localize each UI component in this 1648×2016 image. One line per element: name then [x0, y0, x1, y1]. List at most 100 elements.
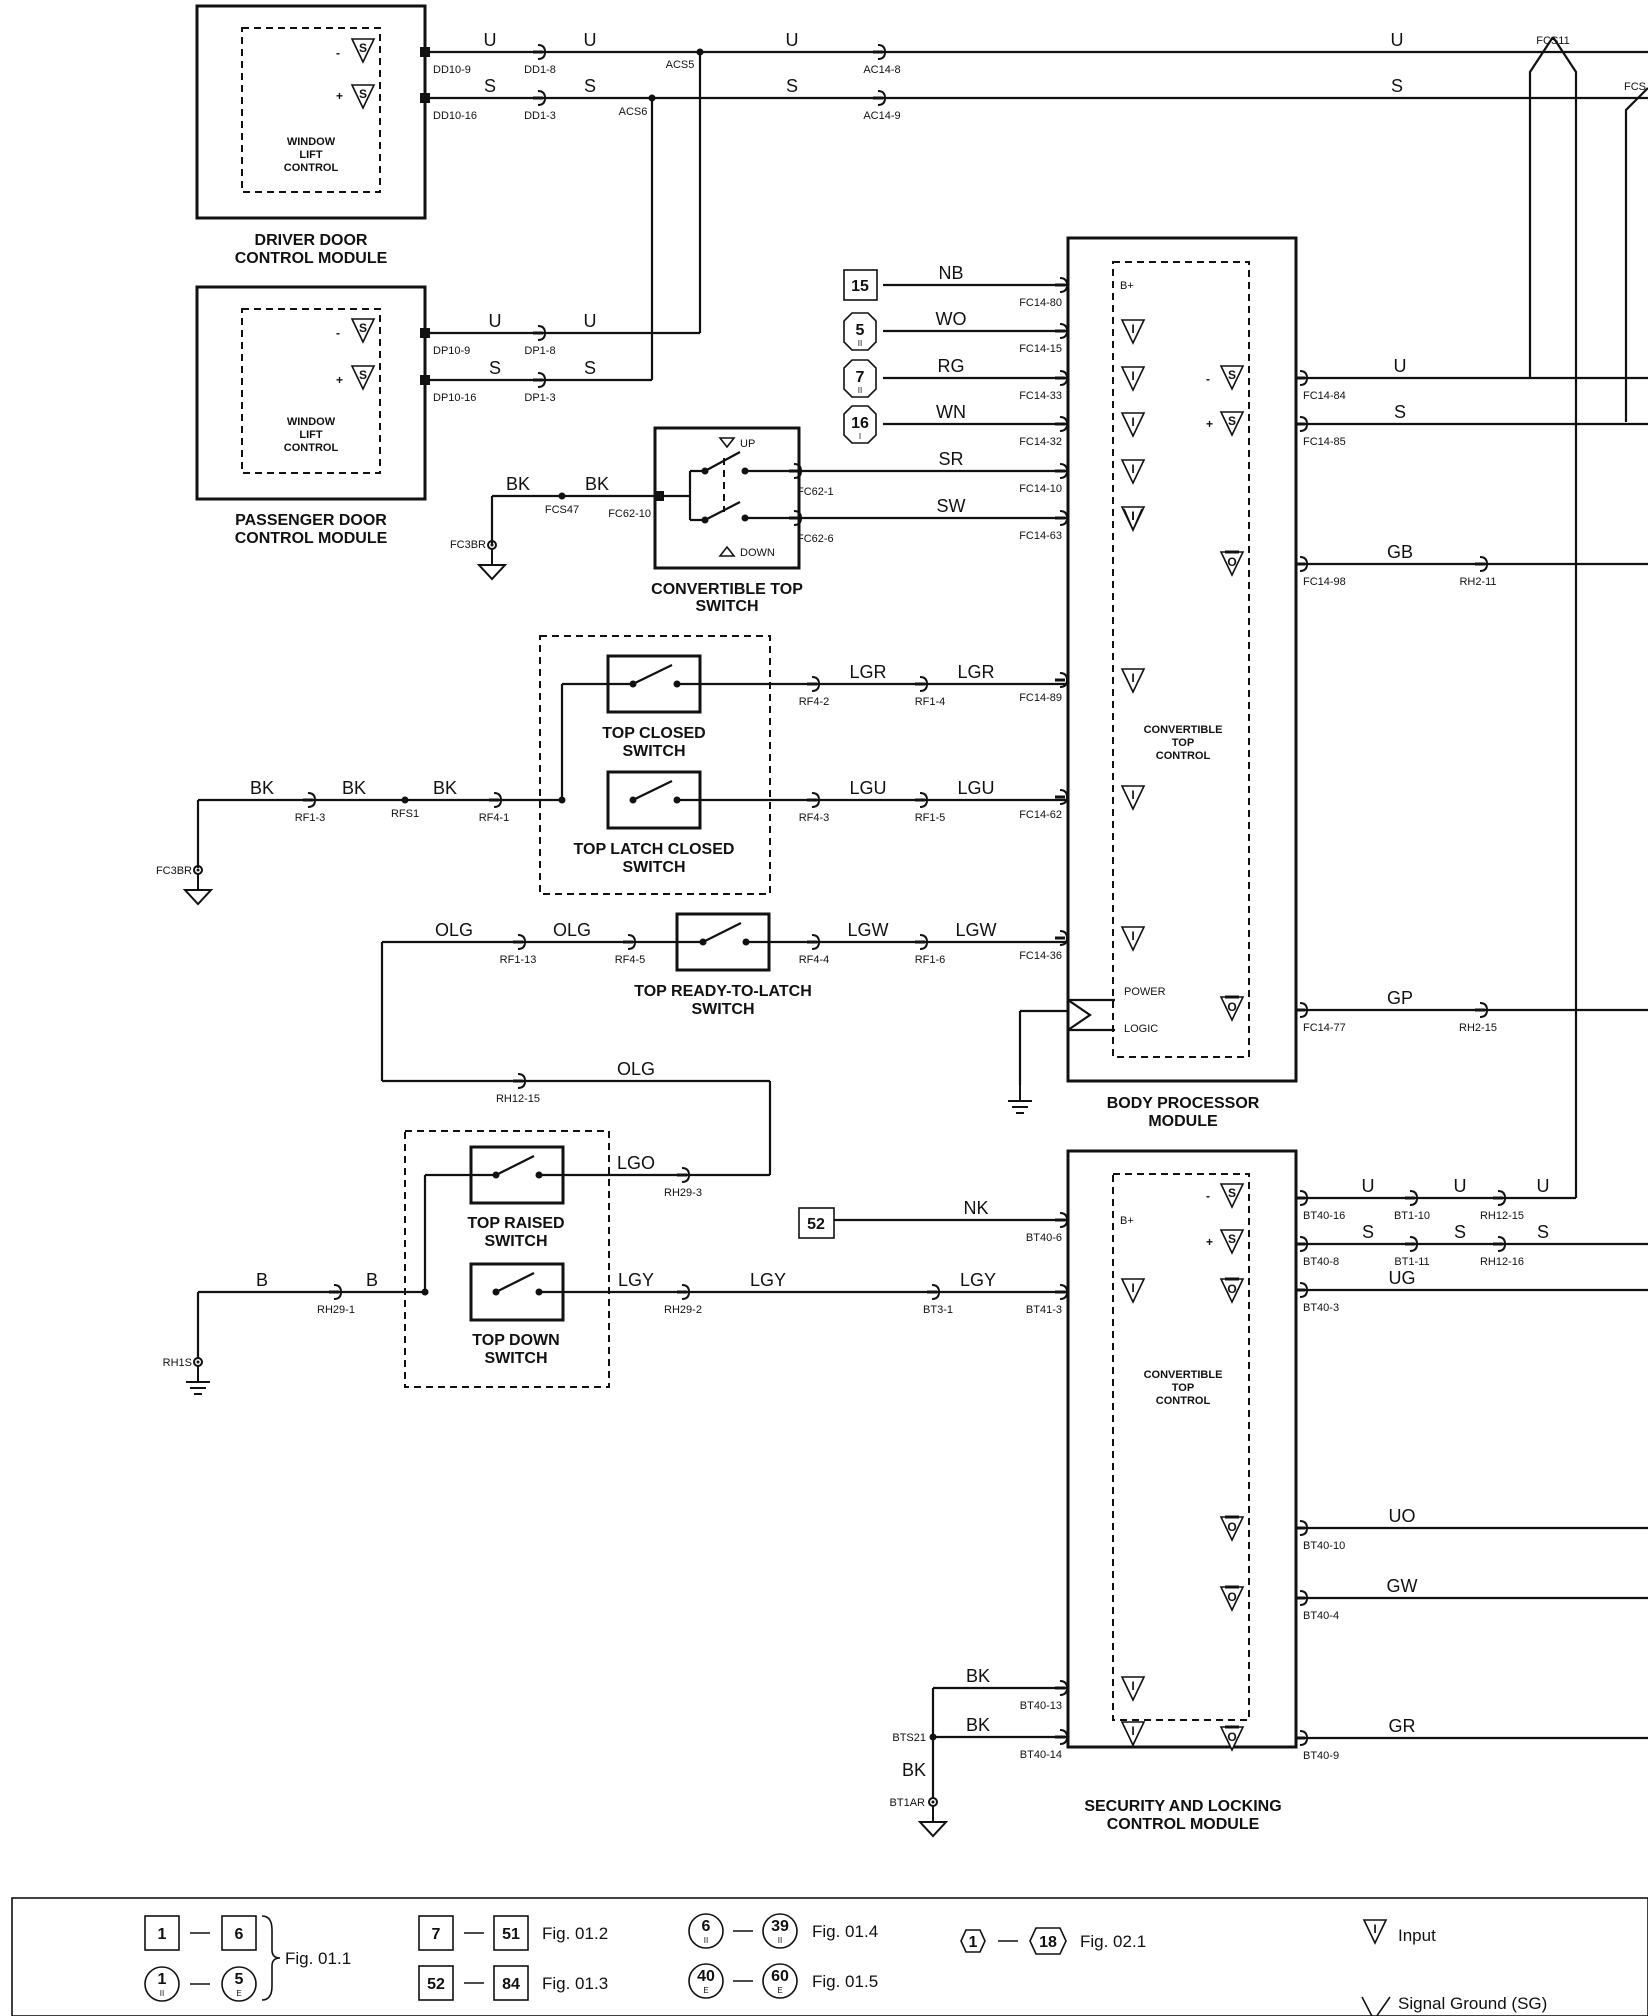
wire-label: WN — [936, 402, 966, 422]
pin-label: RF1-5 — [915, 812, 946, 824]
wire-label: B — [256, 1270, 268, 1290]
wire-label: U — [1537, 1176, 1550, 1196]
input-symbol: I — [1131, 929, 1134, 943]
power-label: POWER — [1124, 986, 1166, 998]
pin-label: FC3BR — [156, 865, 192, 877]
legend-fig: Fig. 01.5 — [812, 1972, 878, 1991]
pin-label: FC14-62 — [1019, 809, 1062, 821]
module-inner-label: CONTROL — [284, 162, 339, 174]
module-title: BODY PROCESSOR — [1107, 1095, 1260, 1112]
convertible-top-switch: UP DOWN CONVERTIBLE TOP SWITCH FC62-1 FC… — [450, 426, 834, 615]
pin-label: ACS5 — [666, 59, 695, 71]
legend-fig: Fig. 01.4 — [812, 1922, 878, 1941]
ref-sub: II — [858, 386, 862, 395]
input-symbol: I — [1131, 369, 1134, 383]
pin-label: FCS11 — [1536, 35, 1569, 47]
pin-label: FC62-10 — [608, 508, 651, 520]
pin-label: DP10-9 — [433, 345, 470, 357]
switch-title: SWITCH — [695, 598, 758, 615]
minus-sign: - — [1206, 1189, 1210, 1203]
pin-label: BT40-16 — [1303, 1210, 1345, 1222]
module-inner-label: LIFT — [299, 429, 322, 441]
legend-ref: 5 — [235, 1971, 244, 1988]
serial-symbol: S — [1228, 1186, 1236, 1200]
pin-label: BT1AR — [890, 1797, 926, 1809]
pin-label: BTS21 — [892, 1732, 926, 1744]
passenger-door-control-module: WINDOW LIFT CONTROL - S + S PASSENGER DO… — [195, 285, 427, 547]
wire-label: U — [489, 311, 502, 331]
pin-label: FC14-98 — [1303, 576, 1346, 588]
module-title: CONTROL MODULE — [1107, 1816, 1260, 1833]
top-closed-switch-group: TOP CLOSED SWITCH TOP LATCH CLOSED SWITC… — [156, 635, 1068, 905]
pin-label: FC14-36 — [1019, 950, 1062, 962]
module-title: PASSENGER DOOR — [235, 512, 387, 529]
wire-label: S — [1391, 76, 1403, 96]
wire-label: U — [1362, 1176, 1375, 1196]
switch-title: SWITCH — [484, 1233, 547, 1250]
top-raised-down-switch-group: TOP RAISED SWITCH TOP DOWN SWITCH LGO LG… — [163, 1130, 1068, 1395]
module-inner-label: LIFT — [299, 149, 322, 161]
switch-title: TOP LATCH CLOSED — [574, 841, 735, 858]
pin-label: FC14-77 — [1303, 1022, 1346, 1034]
wire-label: BK — [433, 778, 457, 798]
wire-label: B — [366, 1270, 378, 1290]
input-symbol: I — [1131, 1281, 1134, 1295]
serial-symbol: S — [1228, 414, 1236, 428]
pin-label: DD1-3 — [524, 110, 556, 122]
reference-markers: 15 5 II 7 II 16 I 52 — [798, 269, 878, 1239]
wire-label: BK — [966, 1666, 990, 1686]
wire-label: UG — [1389, 1268, 1416, 1288]
switch-title: TOP RAISED — [467, 1215, 564, 1232]
wire-label: S — [1394, 402, 1406, 422]
serial-symbol: S — [359, 87, 367, 101]
plus-sign: + — [336, 89, 343, 103]
pin-label: FC62-6 — [797, 533, 834, 545]
wire-label: U — [584, 30, 597, 50]
wire-label: U — [584, 311, 597, 331]
pin-label: RF4-1 — [479, 812, 510, 824]
legend-sub: II — [778, 1936, 782, 1945]
pin-label: RF1-3 — [295, 812, 326, 824]
module-inner-label: CONVERTIBLE — [1144, 1369, 1223, 1381]
module-inner-label: CONVERTIBLE — [1144, 724, 1223, 736]
wire-label: RG — [938, 356, 965, 376]
input-symbol: I — [1131, 1724, 1134, 1738]
wire-label: S — [484, 76, 496, 96]
plus-sign: + — [1206, 417, 1213, 431]
switch-title: CONVERTIBLE TOP — [651, 581, 803, 598]
serial-symbol: S — [1228, 368, 1236, 382]
output-symbol: O — [1227, 1730, 1236, 1744]
down-label: DOWN — [740, 547, 775, 559]
legend-ref: 60 — [771, 1968, 789, 1985]
pin-label: BT40-14 — [1020, 1749, 1062, 1761]
legend-ref: 18 — [1039, 1934, 1057, 1951]
wire-label: S — [1537, 1222, 1549, 1242]
pin-label: RH29-2 — [664, 1304, 702, 1316]
pin-label: RH29-1 — [317, 1304, 355, 1316]
wire-label: SR — [938, 449, 963, 469]
switch-title: SWITCH — [622, 743, 685, 760]
pin-label: RF1-13 — [500, 954, 537, 966]
pin-label: RH12-16 — [1480, 1256, 1524, 1268]
module-inner-label: CONTROL — [1156, 1395, 1211, 1407]
pin-label: AC14-8 — [863, 64, 900, 76]
input-symbol: I — [1131, 788, 1134, 802]
serial-symbol: S — [1228, 1232, 1236, 1246]
output-symbol: O — [1227, 1590, 1236, 1604]
ref-label: 16 — [851, 415, 869, 432]
pin-label: FCS47 — [545, 504, 579, 516]
pin-label: RH12-15 — [496, 1093, 540, 1105]
driver-door-control-module: WINDOW LIFT CONTROL - S + S DRIVER DOOR … — [195, 4, 427, 267]
legend-fig: Fig. 01.1 — [285, 1949, 351, 1968]
legend-signal-ground-label: Signal Ground (SG) — [1398, 1994, 1547, 2013]
pin-label: BT40-8 — [1303, 1256, 1339, 1268]
body-processor-module: CONVERTIBLE TOP CONTROL B+ POWER LOGIC B… — [801, 236, 1648, 1130]
input-symbol: I — [1131, 322, 1134, 336]
pin-label: FC14-63 — [1019, 530, 1062, 542]
wire-label: LGU — [849, 778, 886, 798]
wire-label: WO — [936, 309, 967, 329]
pin-label: FC14-10 — [1019, 483, 1062, 495]
pin-label: AC14-9 — [863, 110, 900, 122]
wire-label: BK — [585, 474, 609, 494]
ref-label: 52 — [807, 1216, 825, 1233]
